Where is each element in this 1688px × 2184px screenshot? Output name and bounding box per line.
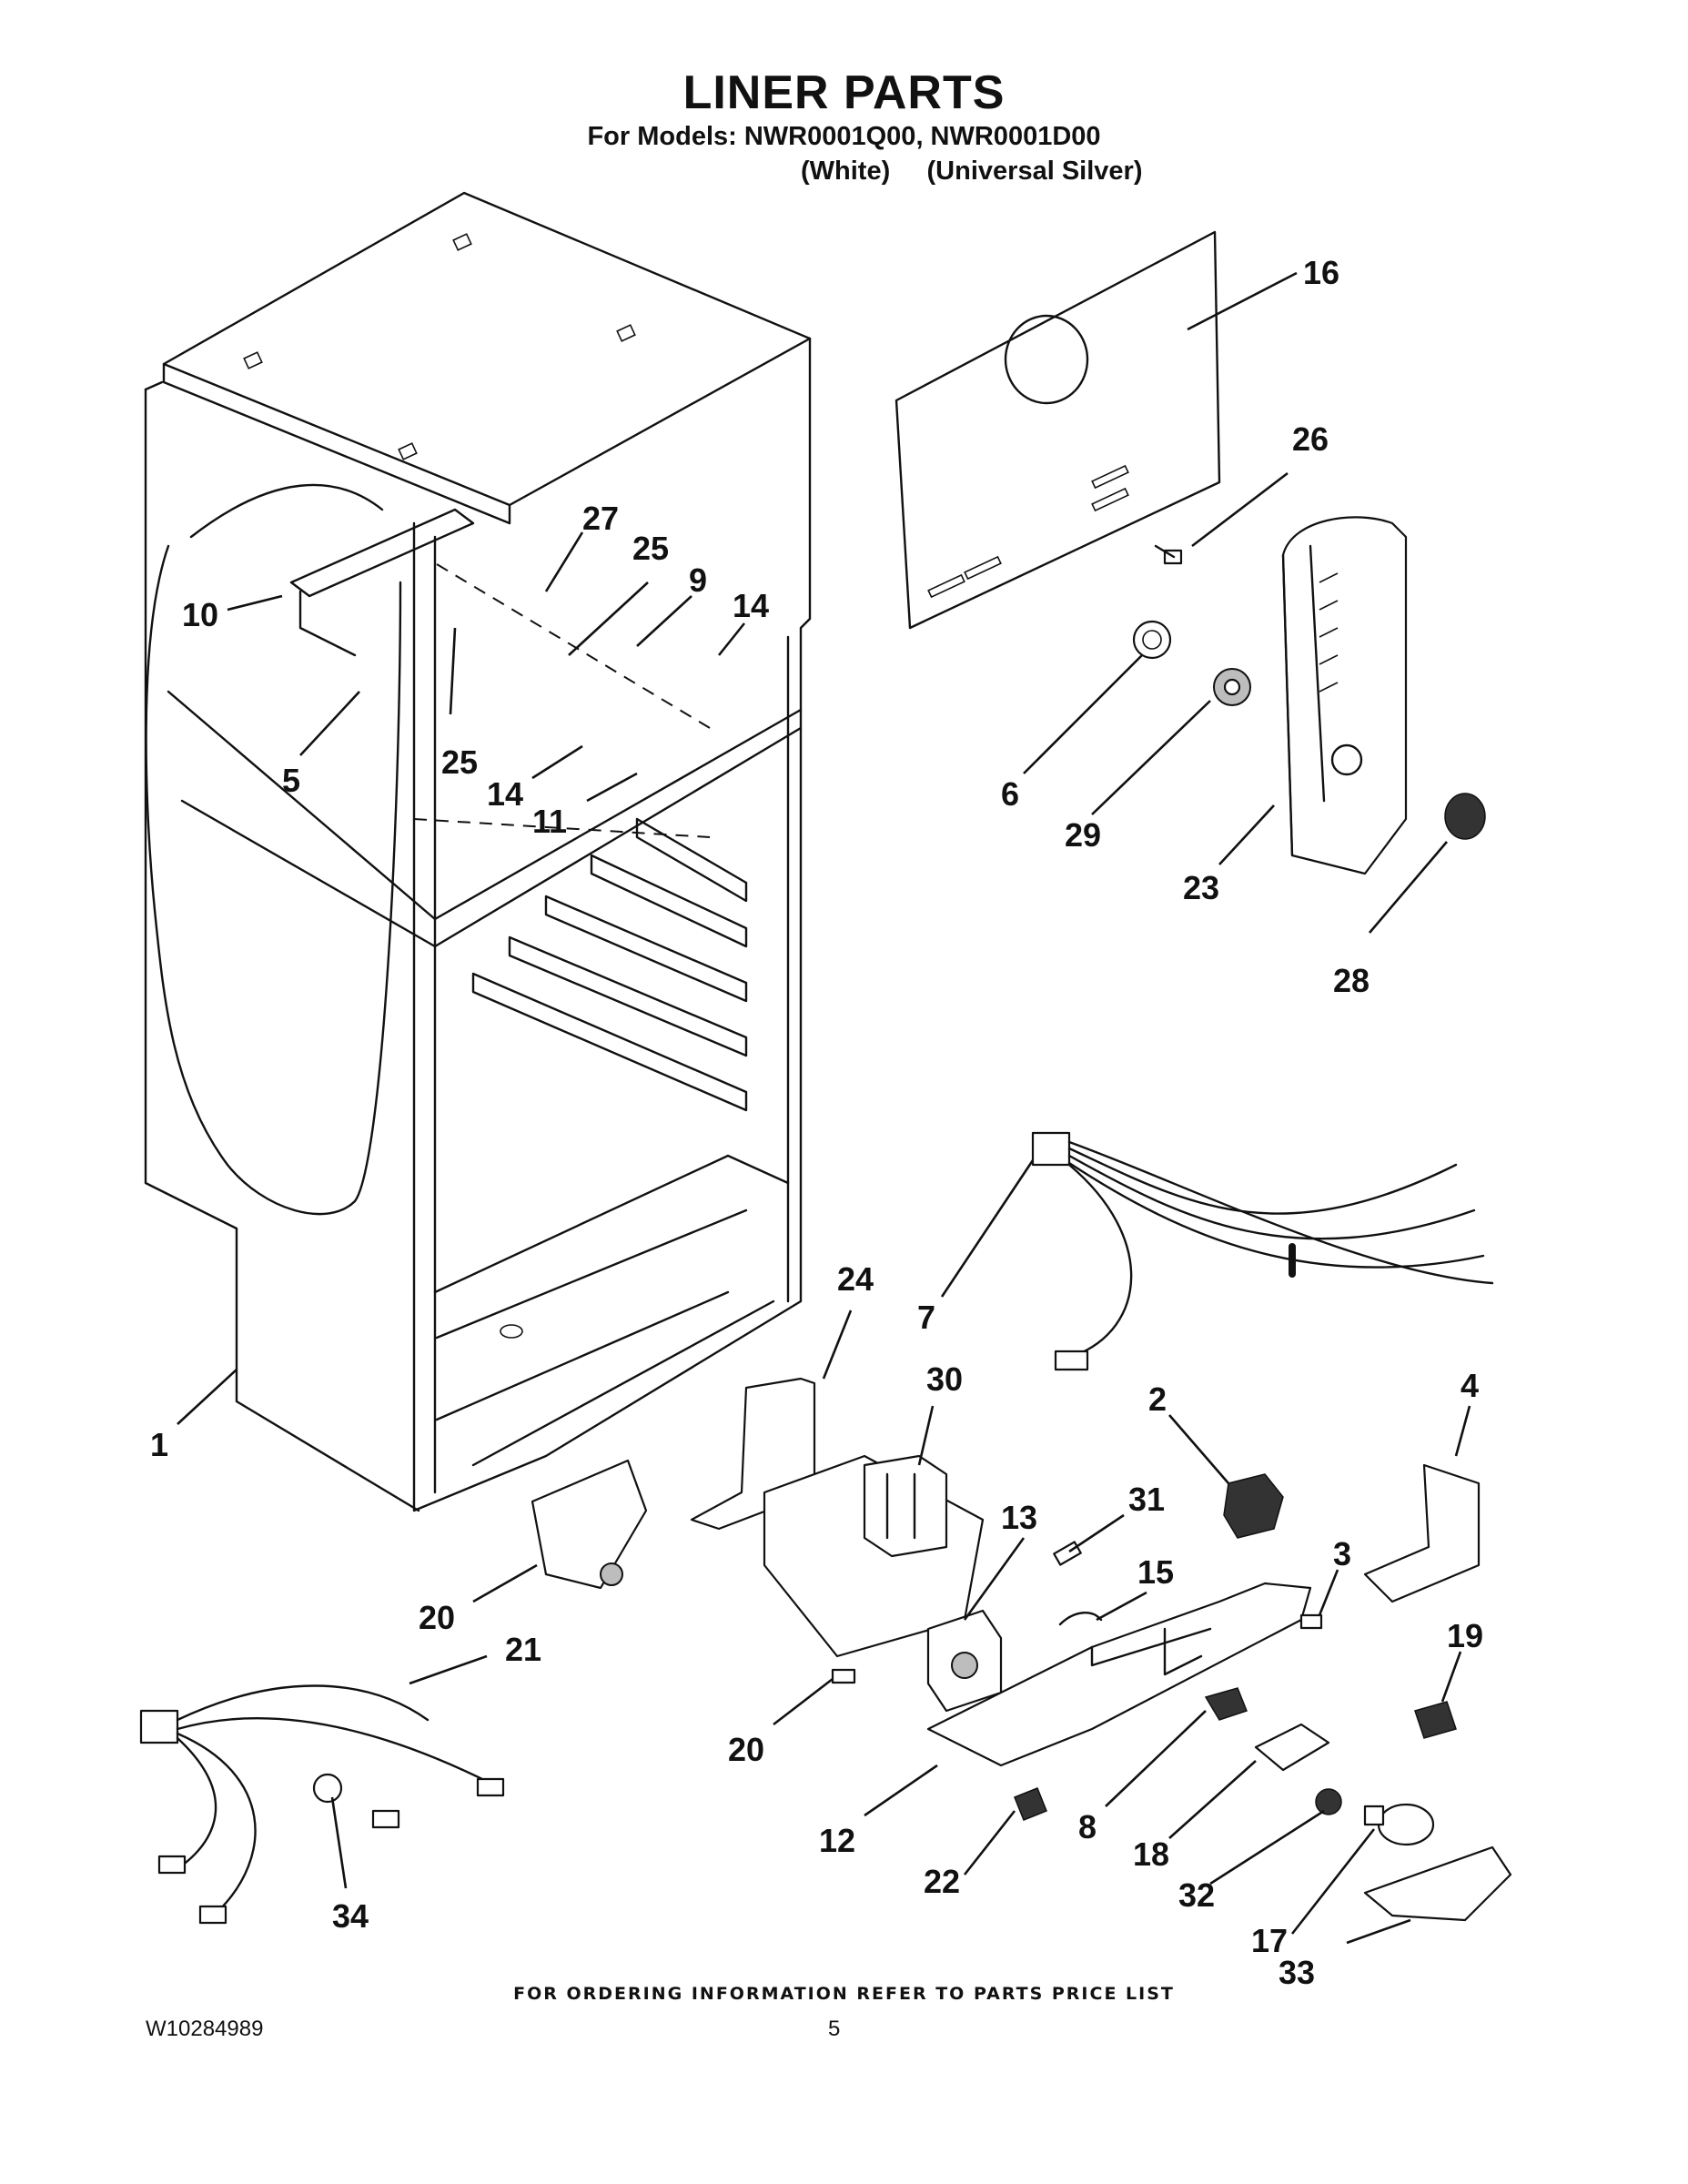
evaporator-cover-part-16 [895,230,1221,630]
callout-34: 34 [332,1897,369,1935]
callout-13: 13 [1001,1499,1037,1536]
switch-part-2 [1223,1473,1284,1539]
callout-2: 2 [1148,1380,1167,1418]
lamp-cover-part-33 [1363,1845,1512,1922]
liner-cabinet-part-1 [144,191,812,1512]
callout-25: 25 [441,743,478,781]
screw-part-26 [1154,544,1183,565]
clip-part-15 [1058,1612,1103,1626]
callout-28: 28 [1333,962,1370,999]
callout-12: 12 [819,1822,855,1859]
callout-25: 25 [632,530,669,567]
bearing-part-29 [1213,668,1251,706]
callout-29: 29 [1065,816,1101,854]
callout-19: 19 [1447,1617,1483,1654]
ordering-note: FOR ORDERING INFORMATION REFER TO PARTS … [513,1984,1175,2004]
screw-part-20-lower [831,1668,856,1684]
wire-harness-part-7 [1031,1131,1494,1371]
callout-24: 24 [837,1260,874,1298]
callout-16: 16 [1303,254,1339,291]
crisper-cover-part-20-upper [531,1459,648,1590]
callout-6: 6 [1001,775,1019,813]
control-housing-part-23 [1281,516,1408,875]
insulation-part-18 [1254,1723,1330,1772]
callout-26: 26 [1292,420,1329,458]
callout-9: 9 [689,561,707,599]
callout-3: 3 [1333,1535,1351,1572]
housing-tray-part-12 [926,1582,1312,1767]
screw-part-3 [1299,1613,1323,1630]
light-socket-part-19 [1414,1701,1457,1739]
washer-part-6 [1132,620,1172,660]
callout-32: 32 [1178,1876,1215,1914]
callout-5: 5 [282,762,300,799]
callout-22: 22 [924,1863,960,1900]
callout-10: 10 [182,596,218,633]
shield-part-4 [1363,1463,1481,1603]
wire-harness-part-21 [139,1684,505,1925]
callout-23: 23 [1183,869,1219,906]
callout-labels: 16 26 27 25 9 14 10 5 25 14 11 6 29 23 2… [150,254,1483,1991]
callout-4: 4 [1461,1367,1479,1404]
callout-7: 7 [917,1299,935,1336]
callout-14: 14 [487,775,523,813]
callout-1: 1 [150,1426,168,1463]
control-box-part-30 [763,1454,985,1658]
plug-part-22 [1014,1787,1047,1821]
page-title: LINER PARTS [682,66,1006,119]
callout-8: 8 [1078,1808,1097,1845]
callout-33: 33 [1279,1954,1315,1991]
models-line: For Models: NWR0001Q00, NWR0001D00 [587,122,1101,151]
callout-30: 30 [926,1360,963,1398]
model-colors-line: (White) (Universal Silver) [801,157,1143,186]
callout-18: 18 [1133,1835,1169,1873]
control-knob-part-28 [1444,793,1486,840]
callout-15: 15 [1137,1553,1174,1591]
callout-leaders [177,271,1471,1945]
callout-31: 31 [1128,1481,1165,1518]
page-number: 5 [828,2017,841,2041]
document-number: W10284989 [146,2017,264,2041]
callout-21: 21 [505,1631,541,1668]
callout-11: 11 [532,803,567,840]
callout-17: 17 [1251,1922,1288,1959]
callout-20: 20 [728,1731,764,1768]
callout-14: 14 [733,587,769,624]
light-bulb-part-17 [1363,1803,1435,1846]
callout-27: 27 [582,500,619,537]
thermostat-part-13 [926,1609,1003,1713]
damper-part-8 [1204,1687,1248,1721]
bulb-socket-part-32 [1315,1788,1342,1815]
callout-20: 20 [419,1599,455,1636]
